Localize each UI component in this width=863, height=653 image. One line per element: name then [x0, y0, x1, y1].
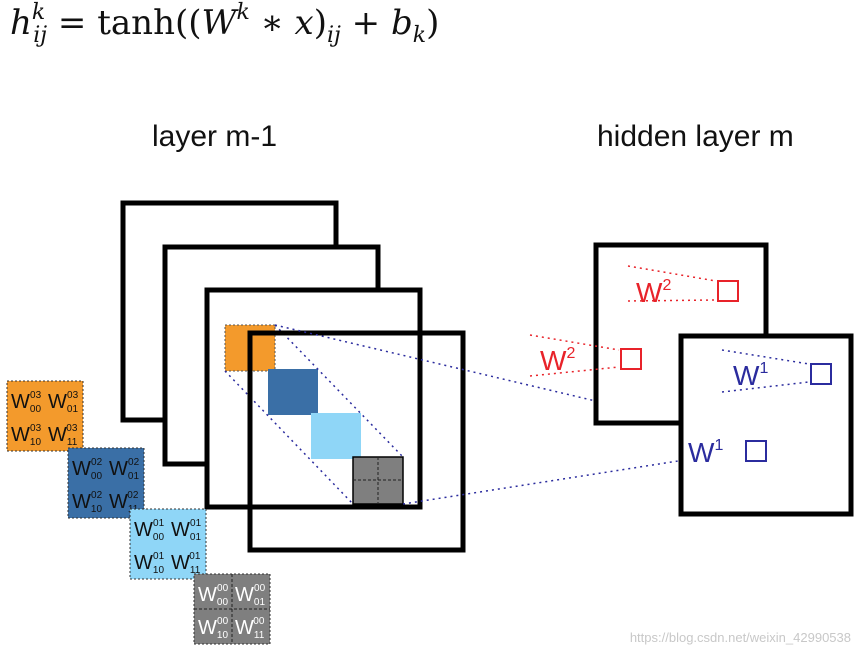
- weight-w2-top: W2: [636, 277, 671, 308]
- kernel-weight-00-00: W0000: [198, 583, 229, 608]
- layer-m-1-title: layer m-1: [152, 120, 277, 153]
- formula-b-sub: k: [412, 23, 427, 48]
- kernel-weight-10-02: W1002: [72, 490, 103, 515]
- kernel-weight-00-02: W0002: [72, 457, 103, 482]
- formula-close-sub: ij: [326, 23, 341, 48]
- hidden-map-front: [678, 333, 854, 517]
- formula-fn: tanh: [97, 3, 175, 43]
- hidden-unit-blue-right: [810, 363, 832, 385]
- input-map-front: [247, 330, 466, 553]
- input-feature-maps: [120, 200, 466, 553]
- weight-w1-right: W1: [733, 360, 768, 391]
- hidden-unit-red-mid: [620, 348, 642, 370]
- formula-x: x: [294, 3, 314, 43]
- receptive-field-light-blue: [311, 413, 361, 459]
- kernel-weight-11-00: W1100: [235, 616, 265, 641]
- hidden-layer-m-title: hidden layer m: [597, 120, 794, 153]
- kernel-weight-01-00: W0100: [235, 583, 266, 608]
- kernel-weight-10-03: W1003: [11, 423, 42, 448]
- watermark: https://blog.csdn.net/weixin_42990538: [629, 630, 851, 645]
- formula-close: ): [313, 3, 327, 43]
- formula-open: ((: [174, 3, 202, 43]
- weight-w2-mid: W2: [540, 345, 575, 376]
- formula-equals: =: [57, 3, 87, 43]
- kernel-weight-11-03: W1103: [48, 423, 78, 448]
- kernel-weight-01-02: W0102: [109, 457, 140, 482]
- kernel-weight-01-03: W0103: [48, 390, 79, 415]
- kernel-weight-10-00: W1000: [198, 616, 229, 641]
- weight-w1-left: W1: [688, 437, 723, 468]
- kernel-tiles: W0003W0103W1003W1103W0002W0102W1002W1102…: [6, 380, 271, 645]
- formula-end: ): [426, 3, 440, 43]
- receptive-field-dark-blue: [268, 369, 318, 415]
- formula-star: ∗: [260, 3, 284, 43]
- formula: hkij = tanh((Wk ∗ x)ij + bk): [10, 0, 439, 48]
- hidden-unit-red-top: [717, 280, 739, 302]
- formula-b: b: [390, 3, 413, 43]
- formula-lhs-sup: k: [31, 0, 46, 25]
- kernel-weight-00-03: W0003: [11, 390, 42, 415]
- formula-w: W: [201, 3, 237, 43]
- kernel-weight-00-01: W0001: [134, 518, 165, 543]
- hidden-feature-maps: W2 W2 W1 W1: [529, 242, 854, 517]
- formula-w-sup: k: [236, 0, 250, 25]
- formula-lhs: h: [10, 3, 32, 43]
- kernel-weight-10-01: W1001: [134, 551, 165, 576]
- kernel-tile-02: W0002W0102W1002W1102: [67, 447, 145, 519]
- kernel-weight-11-01: W1101: [171, 551, 201, 576]
- kernel-weight-01-01: W0101: [171, 518, 202, 543]
- formula-lhs-sub: ij: [33, 23, 48, 48]
- formula-plus: +: [351, 3, 381, 43]
- hidden-unit-blue-left: [745, 440, 767, 462]
